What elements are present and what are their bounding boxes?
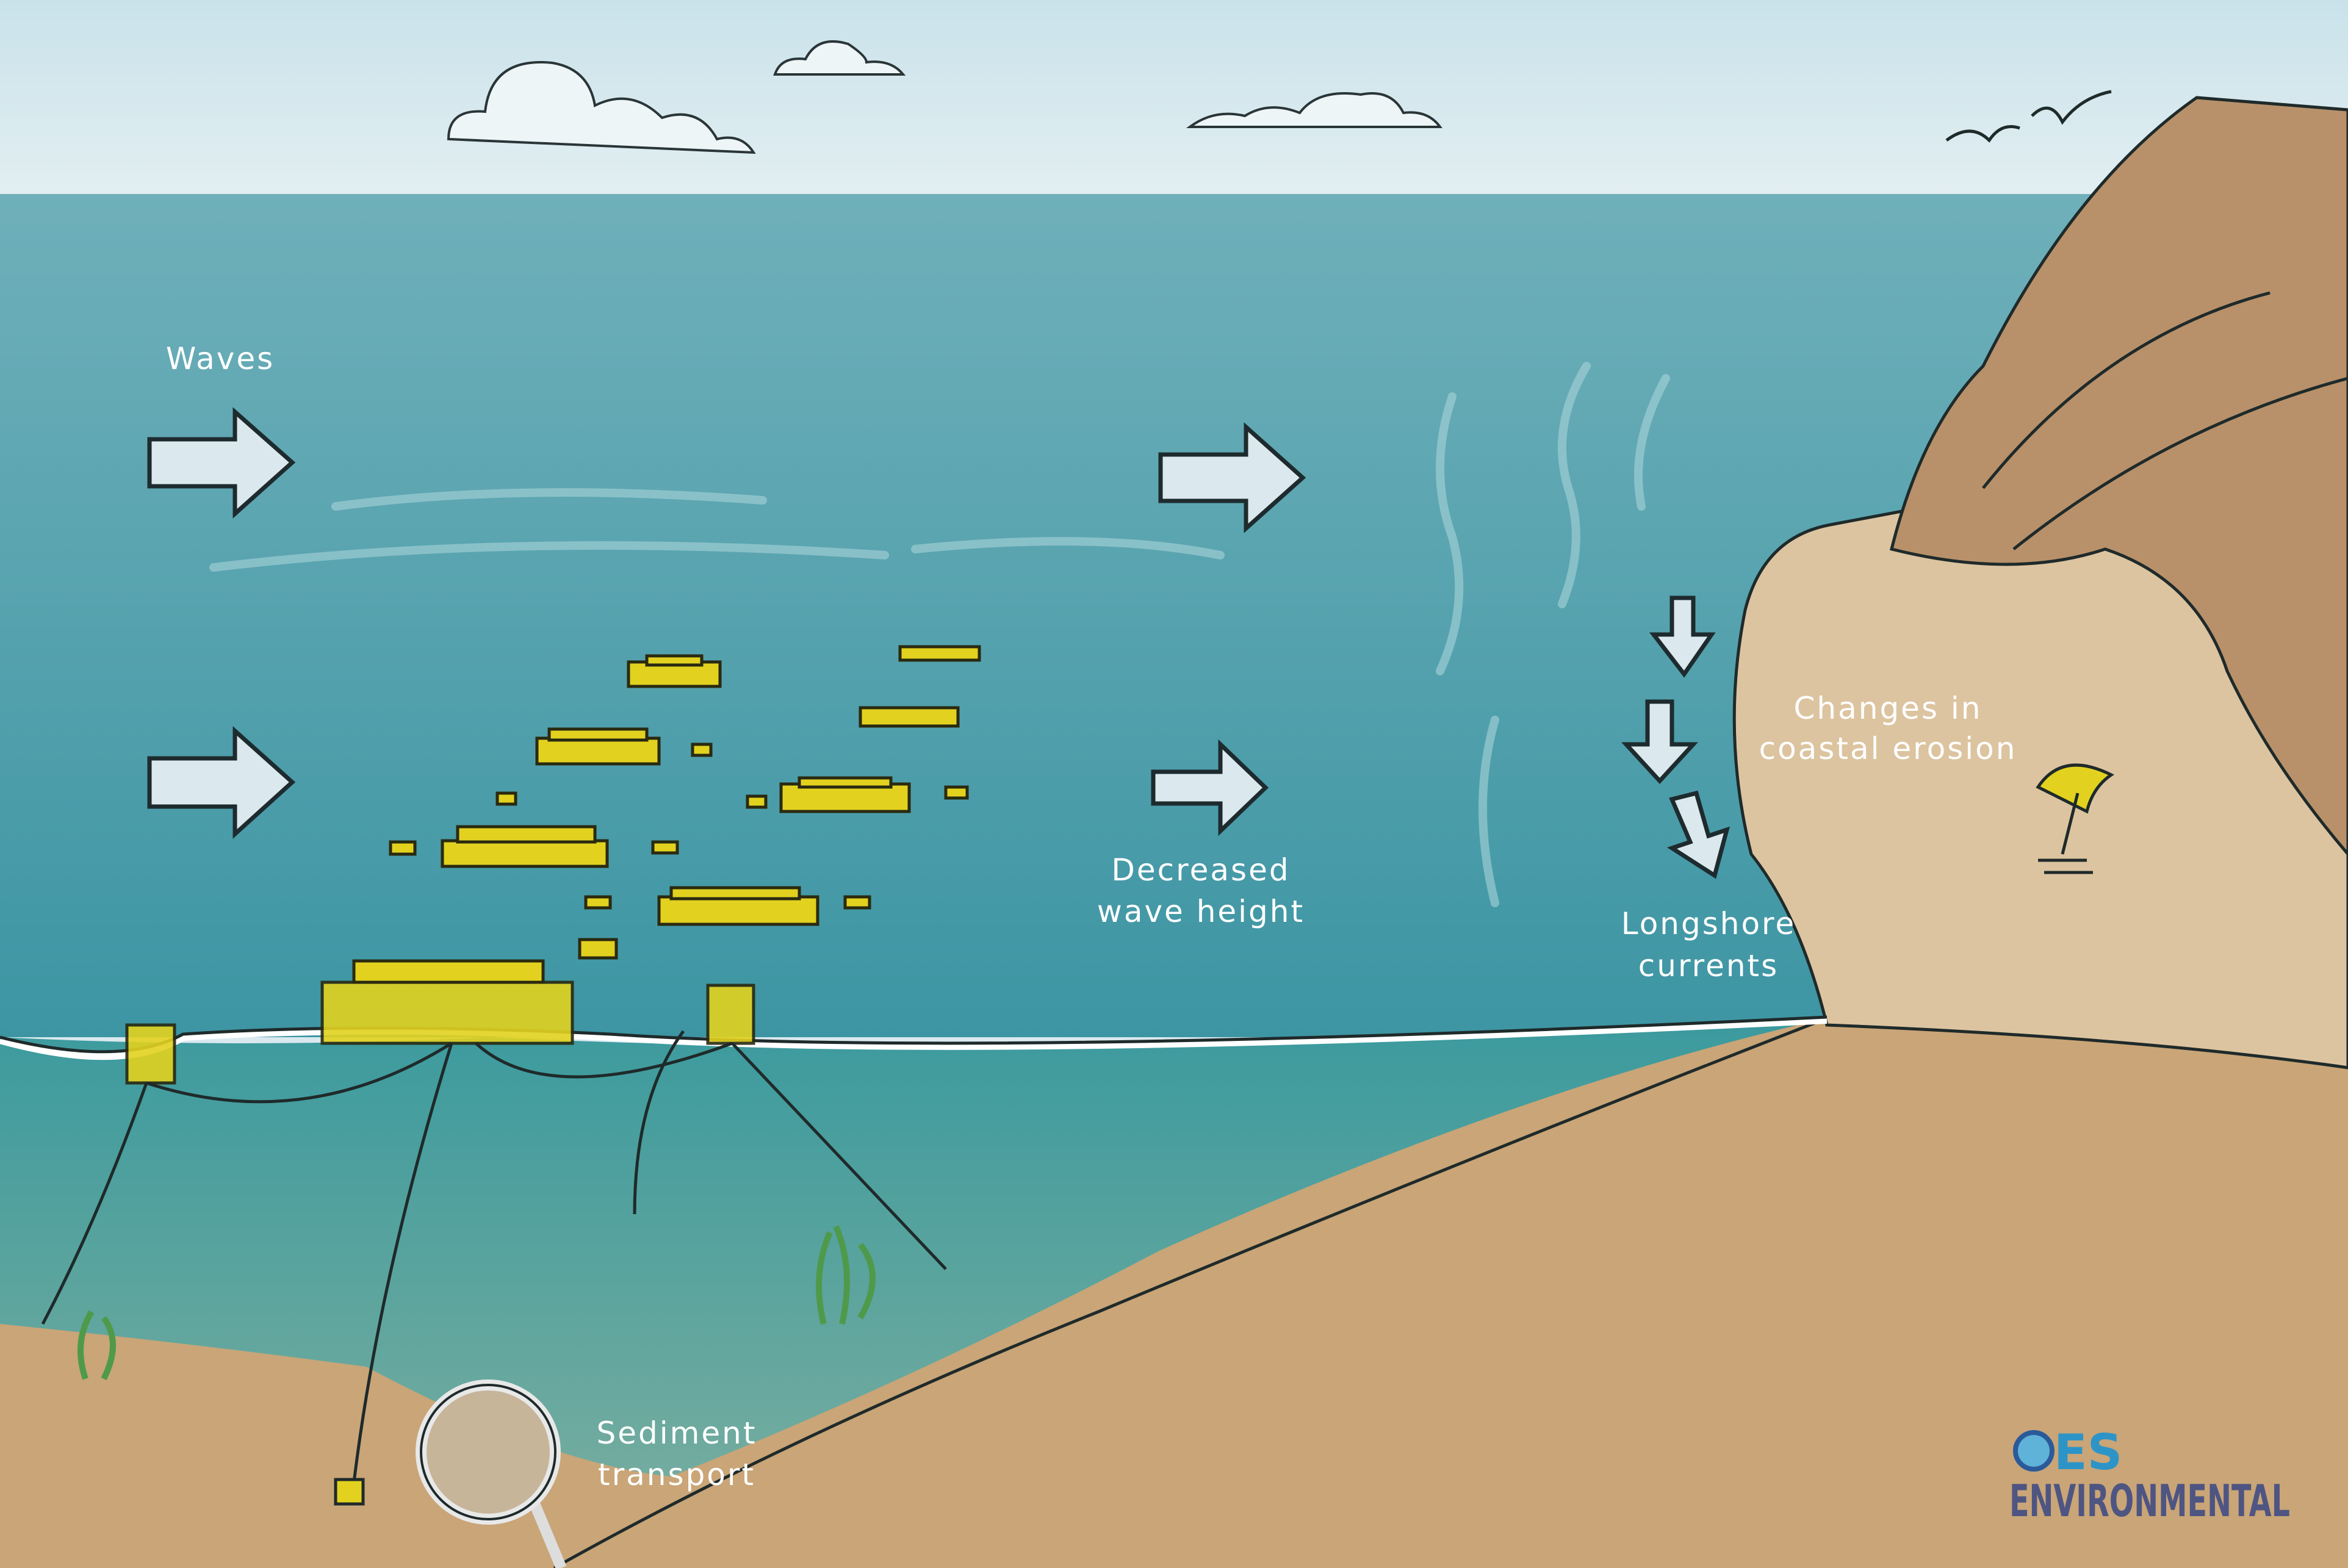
clouds — [447, 40, 1442, 154]
globe-icon — [2013, 1430, 2054, 1472]
label-longshore-currents-2: currents — [1638, 948, 1779, 984]
longshore-arrow-icon — [1649, 595, 1716, 678]
logo-environmental: ENVIRONMENTAL — [2009, 1475, 2290, 1527]
seabed-line — [553, 1016, 1828, 1568]
label-sediment-transport-1: Sediment — [597, 1415, 757, 1451]
seaweed-icon — [77, 1225, 876, 1381]
label-longshore-currents-1: Longshore — [1621, 906, 1796, 941]
label-sediment-transport-2: transport — [598, 1457, 755, 1492]
wave-streaks — [209, 362, 1670, 907]
seabed — [0, 1018, 2348, 1568]
label-waves: Waves — [166, 341, 275, 376]
wave-arrow-icon — [147, 407, 296, 519]
label-decreased-wave-height-1: Decreased — [1111, 852, 1290, 888]
cliff-ridges — [1982, 291, 2348, 550]
label-coastal-erosion-1: Changes in — [1794, 691, 1982, 726]
birds-icon — [1945, 90, 2112, 143]
sediment-magnifier-icon — [416, 1379, 567, 1568]
wave-energy-floaters — [125, 645, 981, 1085]
reduced-wave-arrow-icon — [1151, 739, 1269, 836]
logo-es: ES — [2054, 1424, 2122, 1481]
wave-arrows — [147, 407, 1730, 879]
mooring-lines — [41, 1030, 947, 1483]
wave-arrow-icon — [147, 726, 296, 839]
anchor-icon — [334, 1478, 365, 1506]
reduced-wave-arrow-icon — [1158, 422, 1306, 533]
es-environmental-logo: ES ENVIRONMENTAL — [2009, 1424, 2290, 1527]
sky — [0, 0, 2348, 201]
longshore-arrow-icon — [1621, 699, 1698, 785]
label-coastal-erosion-2: coastal erosion — [1759, 731, 2017, 766]
beach-umbrella-icon — [2036, 763, 2114, 874]
label-decreased-wave-height-2: wave height — [1097, 894, 1305, 929]
longshore-arrow-icon — [1666, 790, 1730, 879]
